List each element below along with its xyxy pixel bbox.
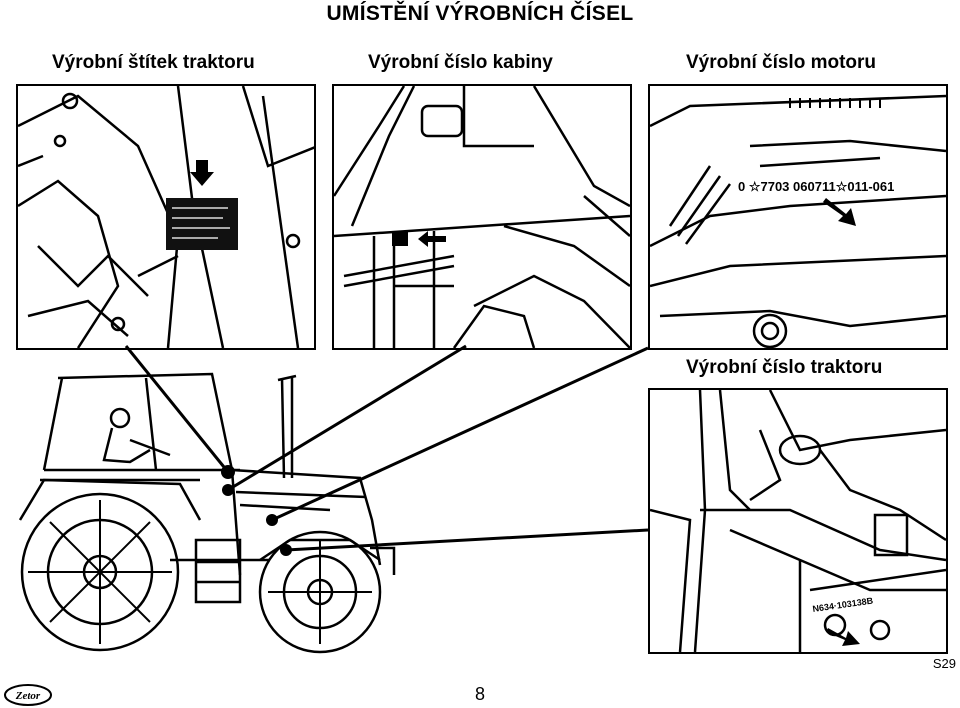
page-title: UMÍSTĚNÍ VÝROBNÍCH ČÍSEL xyxy=(326,2,634,25)
tractor-number-illustration: N634·103138B xyxy=(650,390,946,652)
panel-tractor-plate xyxy=(16,84,316,350)
leader-line-tractor xyxy=(285,528,649,552)
engine-serial-text: 0 ☆7703 060711☆011-061 xyxy=(738,179,894,194)
pointer-arrow-icon-2 xyxy=(826,628,860,646)
engine-number-illustration: 0 ☆7703 060711☆011-061 xyxy=(650,94,946,348)
arrow-down-icon xyxy=(190,160,214,186)
caption-tractor-number: Výrobní číslo traktoru xyxy=(686,357,883,378)
panel-engine-number: 0 ☆7703 060711☆011-061 xyxy=(648,84,948,350)
leader-line-engine xyxy=(271,346,649,522)
arrow-left-icon xyxy=(418,231,446,247)
pointer-arrow-icon xyxy=(823,198,856,226)
leader-line-plate xyxy=(124,345,230,473)
caption-engine-number: Výrobní číslo motoru xyxy=(686,52,877,73)
panel-tractor-number: N634·103138B xyxy=(648,388,948,654)
cab-number-illustration xyxy=(334,86,630,348)
cab-plate-label xyxy=(392,232,408,246)
tractor-plate-illustration xyxy=(18,86,314,348)
zetor-logo: Zetor xyxy=(4,684,52,706)
section-code: S29 xyxy=(932,656,956,671)
tractor-plate-label xyxy=(166,198,238,250)
panel-cab-number xyxy=(332,84,632,350)
caption-cab-number: Výrobní číslo kabiny xyxy=(368,52,553,73)
svg-text:Zetor: Zetor xyxy=(15,690,41,702)
caption-tractor-plate: Výrobní štítek traktoru xyxy=(52,52,255,73)
leader-line-cab xyxy=(227,344,467,492)
page-number: 8 xyxy=(474,684,485,704)
